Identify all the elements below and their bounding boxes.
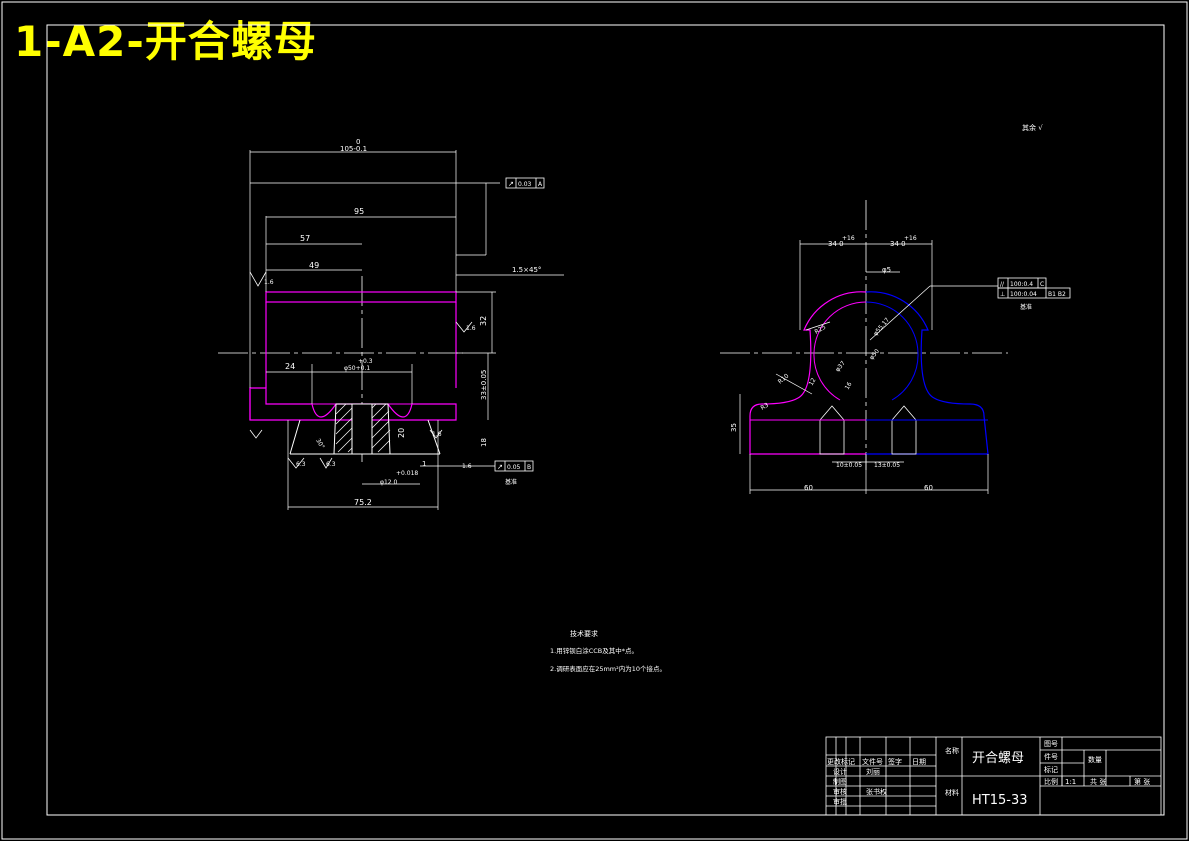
- dim-18: 18: [480, 438, 488, 447]
- title-block-text: 更改标记 文件号 签字 日期 设计 刘丽 制图 审核 张书权 审批 名称 材料 …: [827, 740, 1150, 808]
- side-dim-34-left-tol: +16: [842, 235, 855, 242]
- side-dim-phi5: φ5: [882, 266, 891, 274]
- tb-scale-label: 比例: [1044, 777, 1058, 786]
- dim-chamfer: 1.5×45°: [512, 266, 541, 274]
- tb-draw-label: 制图: [833, 777, 847, 786]
- front-tolerance-frame-1: ↗ 0.03 A: [505, 177, 545, 189]
- dim-49: 49: [309, 261, 319, 270]
- side-dim-60-left: 60: [804, 484, 813, 492]
- svg-text:⊥: ⊥: [1000, 291, 1005, 298]
- side-dim-phi55: φ55.17: [872, 316, 891, 337]
- title-block: [825, 736, 1162, 816]
- inner-border: [46, 24, 1165, 816]
- tb-header-change: 更改标记: [827, 757, 855, 766]
- side-dim-13: 13±0.05: [874, 462, 900, 469]
- svg-text://: //: [1000, 281, 1005, 288]
- front-datum-label: 基准: [505, 478, 517, 486]
- tb-sheets-label: 共 张: [1090, 777, 1106, 786]
- dim-slot-tol: +0.018: [396, 470, 418, 477]
- svg-text:B1 B2: B1 B2: [1048, 291, 1066, 298]
- side-dim-34-right-tol: +16: [904, 235, 917, 242]
- dim-20: 20: [397, 428, 406, 438]
- tb-header-sign: 签字: [888, 757, 902, 766]
- front-tolerance-frame-2: ↗ 0.05 B 基准: [494, 460, 534, 486]
- side-dim-10: 10±0.05: [836, 462, 862, 469]
- dim-slot: φ12 0: [380, 479, 398, 486]
- tb-material: HT15-33: [972, 793, 1028, 808]
- front-view: 0 105-0.1 95 57 49 1.5×45° 32 33±0.05 24…: [218, 138, 564, 510]
- dim-33: 33±0.05: [480, 370, 488, 400]
- side-right-outline: [865, 291, 989, 455]
- front-roughness-4: 6.3: [296, 461, 306, 468]
- dim-overall-length-top: 0: [356, 138, 360, 146]
- dim-r1: 1: [422, 460, 426, 468]
- tb-material-label: 材料: [945, 788, 959, 797]
- tb-drawing-no-label: 图号: [1044, 740, 1058, 748]
- note-2: 2.调研表面应在25mm²内为10个接点。: [550, 664, 666, 673]
- side-view: +16 34 0 +16 34 0 φ5 R25 φ55.17 φ50 φ37 …: [720, 200, 1071, 494]
- svg-text:A: A: [538, 181, 543, 188]
- svg-text:C: C: [1040, 281, 1044, 288]
- side-dim-35: 35: [730, 423, 738, 432]
- front-roughness-symbols: [249, 271, 473, 469]
- front-roughness-3: 1.6: [432, 431, 442, 438]
- dim-95: 95: [354, 207, 364, 216]
- svg-text:100:0.04: 100:0.04: [1010, 291, 1037, 298]
- side-dim-r25: R25: [814, 324, 828, 336]
- tb-header-date: 日期: [912, 758, 926, 766]
- tb-mark-label: 标记: [1044, 765, 1058, 774]
- tb-review-name: 张书权: [866, 787, 887, 796]
- front-top-band: [265, 291, 457, 303]
- note-1: 1.用锌钡白涂CCB及其中*点。: [550, 646, 638, 655]
- tb-review-label: 审核: [833, 787, 847, 796]
- notes-heading: 技术要求: [570, 629, 598, 638]
- side-tolerance-frame-2: ⊥ 100:0.04 B1 B2 基准: [997, 287, 1071, 311]
- svg-text:0.05: 0.05: [507, 464, 521, 471]
- svg-text:0.03: 0.03: [518, 181, 532, 188]
- svg-text:100:0.4: 100:0.4: [1010, 281, 1033, 288]
- front-roughness-6: 1.6: [462, 463, 472, 470]
- technical-notes: 技术要求 1.用锌钡白涂CCB及其中*点。 2.调研表面应在25mm²内为10个…: [550, 629, 666, 673]
- side-left-outline: [749, 291, 867, 455]
- side-dim-16: 16: [844, 381, 854, 391]
- dim-overall-length: 105-0.1: [340, 145, 367, 153]
- front-roughness-5: 6.3: [326, 461, 336, 468]
- dim-24: 24: [285, 362, 295, 371]
- tb-design-label: 设计: [833, 767, 847, 776]
- dim-32: 32: [479, 316, 488, 326]
- side-dim-r3: R3: [760, 402, 771, 412]
- front-roughness-2: 1.6: [466, 325, 476, 332]
- tb-scale-value: 1:1: [1065, 778, 1076, 786]
- side-dim-34-right: 34 0: [890, 240, 906, 248]
- side-dim-34-left: 34 0: [828, 240, 844, 248]
- side-datum-label: 基准: [1020, 303, 1032, 311]
- tb-quantity-label: 数量: [1088, 755, 1102, 764]
- dim-75: 75.2: [354, 498, 372, 507]
- side-tolerance-frame-1: // 100:0.4 C: [997, 277, 1047, 289]
- side-dim-phi50: φ50: [868, 348, 881, 362]
- tb-name-label: 名称: [945, 746, 959, 755]
- roughness-note: 其余 √: [1022, 123, 1043, 132]
- tb-piece-label: 件号: [1044, 752, 1058, 761]
- tb-approve-label: 审批: [833, 797, 847, 806]
- tb-header-file: 文件号: [862, 757, 883, 766]
- dim-57: 57: [300, 234, 310, 243]
- svg-text:↗: ↗: [497, 463, 503, 471]
- tb-design-name: 刘丽: [866, 767, 880, 776]
- tb-part-name: 开合螺母: [972, 751, 1024, 766]
- dim-bore: φ50+0.1: [344, 365, 370, 372]
- side-dim-12: 12: [808, 377, 818, 387]
- dim-bore-tol: +0.3: [358, 358, 373, 365]
- svg-text:B: B: [527, 464, 531, 471]
- tb-sheet-label: 第 张: [1134, 777, 1150, 786]
- front-roughness-1: 1.6: [264, 279, 274, 286]
- side-dim-r10: R10: [777, 372, 791, 385]
- side-dim-60-right: 60: [924, 484, 933, 492]
- dim-30deg: 30°: [314, 438, 325, 451]
- side-dim-phi37: φ37: [834, 360, 847, 374]
- svg-text:↗: ↗: [508, 180, 514, 188]
